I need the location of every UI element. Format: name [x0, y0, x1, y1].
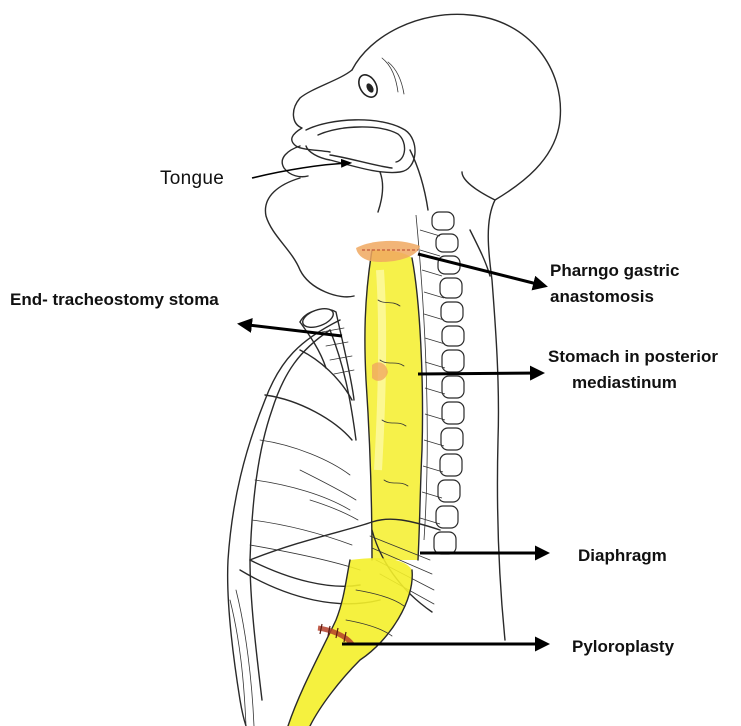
- tongue-arrow: [252, 163, 350, 178]
- anastomosis-arrow: [418, 254, 545, 286]
- gastric-conduit: [365, 250, 423, 560]
- label-pyloroplasty: Pyloroplasty: [572, 637, 675, 656]
- tracheostomy-arrow: [240, 324, 342, 336]
- oral-cavity-sketch: [306, 120, 428, 212]
- label-pharyngo-gastric-line2: anastomosis: [550, 287, 654, 306]
- label-pharyngo-gastric-line1: Pharngo gastric: [550, 261, 679, 280]
- stomach-arrow: [418, 373, 542, 374]
- label-diaphragm: Diaphragm: [578, 546, 667, 565]
- label-end-tracheostomy: End- tracheostomy stoma: [10, 290, 219, 309]
- eye-sketch: [355, 58, 404, 100]
- label-tongue: Tongue: [160, 168, 224, 189]
- label-stomach-line1: Stomach in posterior: [548, 347, 718, 366]
- thorax-sketch: [228, 320, 380, 726]
- label-stomach-line2: mediastinum: [572, 373, 677, 392]
